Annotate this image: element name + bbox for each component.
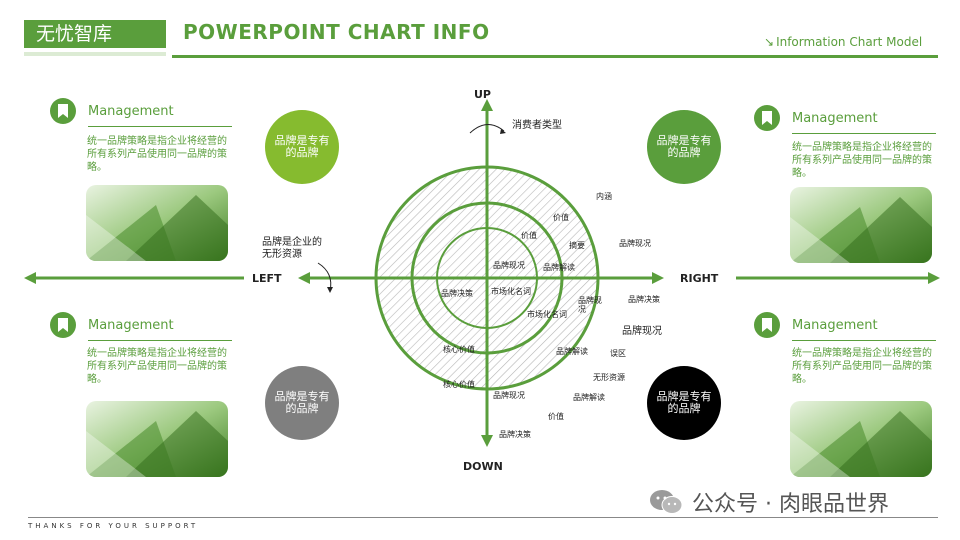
right-arrowhead [652, 272, 664, 284]
up-arrowhead [481, 99, 493, 111]
photo-right-top [790, 187, 932, 263]
label-hexin-2: 核心价值 [443, 380, 475, 389]
label-jiazhi-b: 价值 [548, 412, 564, 421]
left-arrowhead [298, 272, 310, 284]
label-pinpai-jiedu-2: 品牌解读 [556, 347, 588, 356]
arrow-down-right-icon: ↘ [764, 35, 775, 49]
wrap-line-1: 品牌现 [578, 296, 602, 305]
label-pinpai-xiankuang-r1: 品牌现况 [619, 239, 651, 248]
label-pinpai-xiankuang-center: 品牌现况 [493, 261, 525, 270]
curved-arrow-top [469, 124, 505, 134]
bookmark-icon [50, 98, 76, 124]
panel-title: Management [792, 110, 878, 126]
title-divider [172, 55, 938, 58]
label-hexin-1: 核心价值 [443, 345, 475, 354]
label-neihan: 内涵 [596, 192, 612, 201]
axis-right-label: RIGHT [680, 272, 719, 285]
label-shichang-1: 市场化名词 [491, 287, 531, 296]
axis-left-label: LEFT [252, 272, 282, 285]
circle-gray: 品牌是专有的品牌 [265, 366, 339, 440]
panel-left-bottom: Management [50, 312, 232, 341]
label-shichang-2: 市场化名词 [527, 310, 567, 319]
panel-divider [88, 340, 232, 341]
note-consumer-type: 消费者类型 [512, 120, 562, 131]
page-subtitle: ↘Information Chart Model [764, 35, 922, 49]
logo-text: 无忧智库 [36, 23, 113, 45]
photo-right-bottom [790, 401, 932, 477]
logo-box: 无忧智库 [24, 20, 166, 56]
label-pinpai-juece-r: 品牌决策 [628, 295, 660, 304]
panel-text: 统一品牌策略是指企业将经营的所有系列产品使用同一品牌的策略。 [792, 142, 932, 179]
left-long-arrow [24, 272, 244, 284]
watermark-text: 公众号 · 肉眼品世界 [692, 492, 889, 517]
page-title: POWERPOINT CHART INFO [183, 20, 490, 44]
label-pinpai-xiankuang-b: 品牌现况 [493, 391, 525, 400]
wrap-line-2: 况 [578, 305, 586, 314]
bookmark-icon [754, 105, 780, 131]
footer-tagline: THANKS FOR YOUR SUPPORT [28, 522, 199, 530]
panel-title: Management [88, 103, 174, 119]
bookmark-icon [50, 312, 76, 338]
note-line-2: 无形资源 [262, 249, 302, 260]
axis-up-label: UP [474, 88, 491, 101]
panel-left-top: Management [50, 98, 232, 127]
label-pinpai-juece-b: 品牌决策 [499, 430, 531, 439]
note-line-1: 品牌是企业的 [262, 237, 322, 248]
label-zhaiyao: 摘要 [569, 241, 585, 250]
circle-label: 品牌是专有的品牌 [274, 390, 330, 415]
circle-label: 品牌是专有的品牌 [656, 390, 712, 415]
subtitle-text: Information Chart Model [776, 35, 923, 49]
panel-divider [88, 126, 232, 127]
label-pinpai-jiedu-c: 品牌解读 [543, 263, 575, 272]
panel-divider [792, 340, 936, 341]
right-long-arrow [736, 272, 940, 284]
wechat-icon [650, 490, 683, 514]
down-arrowhead [481, 435, 493, 447]
panel-text: 统一品牌策略是指企业将经营的所有系列产品使用同一品牌的策略。 [87, 136, 227, 173]
label-pinpai-xiankuang-wrap: 品牌现 况 [578, 296, 602, 314]
footer-divider [28, 517, 938, 518]
panel-right-bottom: Management [754, 312, 936, 341]
circle-label: 品牌是专有的品牌 [274, 134, 330, 159]
panel-divider [792, 133, 936, 134]
label-jiazhi-inner: 价值 [521, 231, 537, 240]
circle-green: 品牌是专有的品牌 [647, 110, 721, 184]
watermark: 公众号 · 肉眼品世界 [648, 486, 889, 518]
panel-text: 统一品牌策略是指企业将经营的所有系列产品使用同一品牌的策略。 [792, 348, 932, 385]
label-jiazhi-outer: 价值 [553, 213, 569, 222]
label-wuqu: 误区 [610, 349, 626, 358]
circle-black: 品牌是专有的品牌 [647, 366, 721, 440]
hatch-quadrant-bottom-left [376, 278, 487, 389]
hatch-quadrant-top-left [376, 167, 487, 278]
label-pinpai-xiankuang-r2: 品牌现况 [622, 326, 662, 337]
photo-left-bottom [86, 401, 228, 477]
label-pinpai-jiedu-3: 品牌解读 [573, 393, 605, 402]
circle-label: 品牌是专有的品牌 [656, 134, 712, 159]
panel-text: 统一品牌策略是指企业将经营的所有系列产品使用同一品牌的策略。 [87, 348, 227, 385]
quadrant-diagram [298, 99, 664, 447]
hatch-quadrant-bottom-right [487, 278, 598, 389]
axis-down-label: DOWN [463, 460, 503, 473]
panel-right-top: Management [754, 105, 936, 134]
panel-title: Management [792, 317, 878, 333]
note-intangible: 品牌是企业的 无形资源 [262, 237, 322, 261]
hatch-quadrant-top-right [487, 167, 598, 278]
label-pinpai-juece-left: 品牌决策 [441, 289, 473, 298]
bookmark-icon [754, 312, 780, 338]
circle-light-green: 品牌是专有的品牌 [265, 110, 339, 184]
panel-title: Management [88, 317, 174, 333]
photo-left-top [86, 185, 228, 261]
label-wuxing: 无形资源 [593, 373, 625, 382]
